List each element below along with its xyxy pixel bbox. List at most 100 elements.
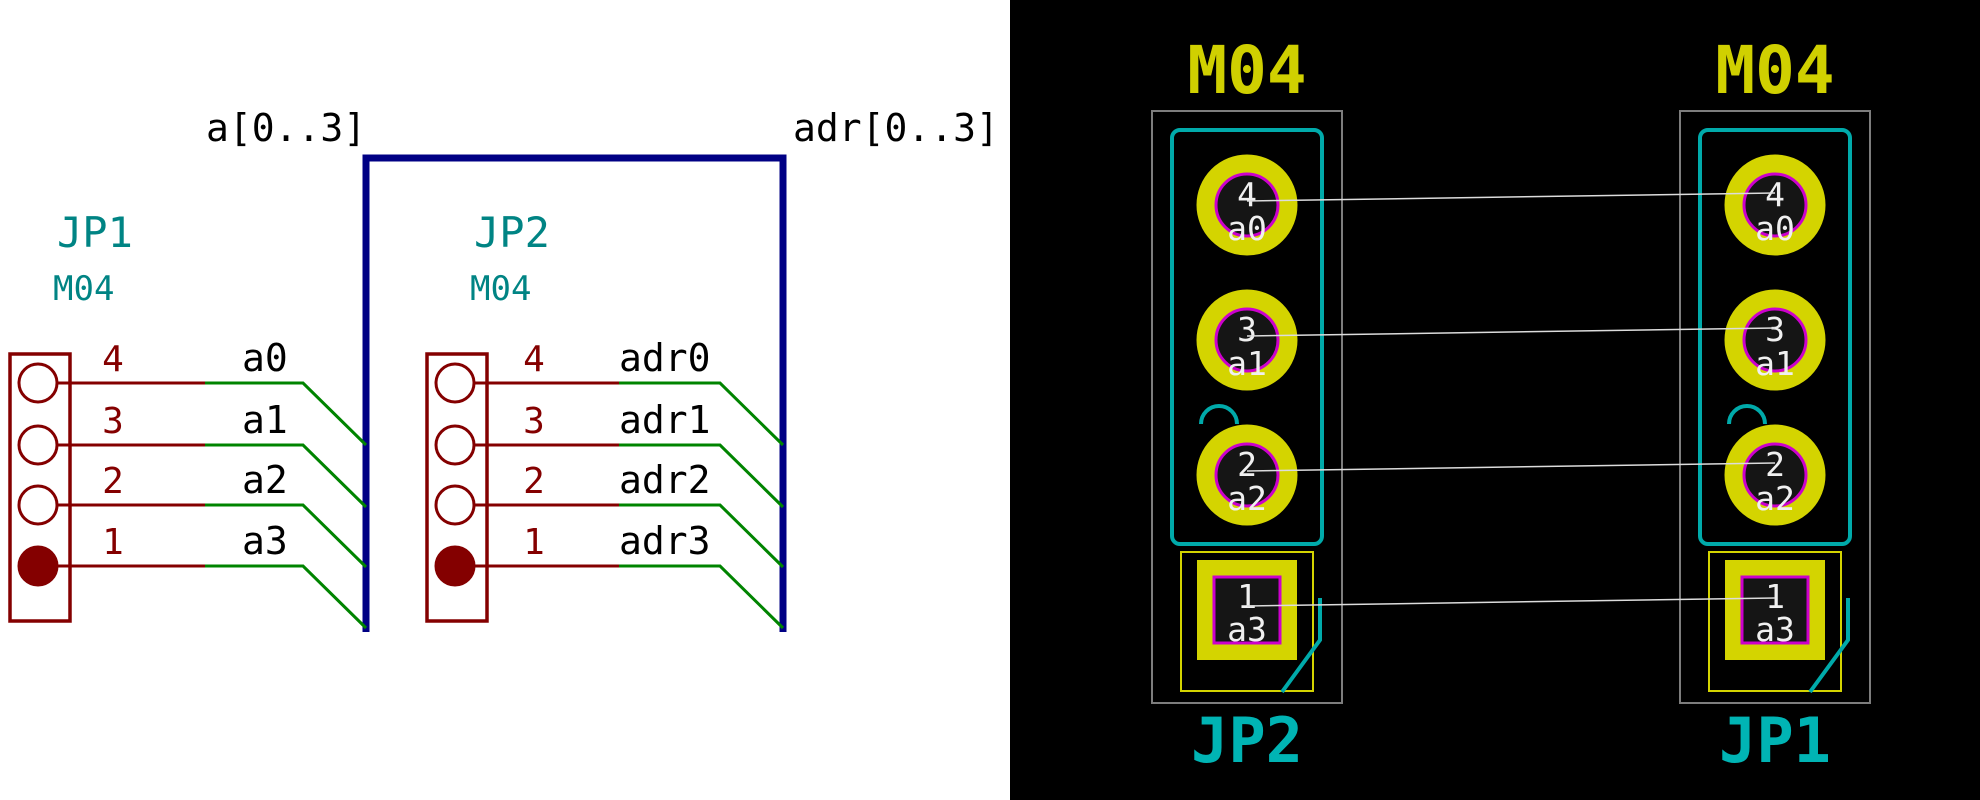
jp2-value[interactable]: M04 (470, 269, 531, 309)
jp1-pin1-number: 1 (102, 522, 124, 563)
footprint-jp1[interactable]: M04 4 a0 3 a1 2 a2 (1679, 32, 1871, 777)
jp2-nets: adr0 adr1 adr2 adr3 (619, 336, 785, 630)
pad-jp1-3-hole (1742, 307, 1808, 373)
pad-jp2-4[interactable]: 4 a0 (1196, 154, 1298, 256)
net-label-a2[interactable]: a2 (242, 458, 288, 502)
pad-jp1-1-hole (1740, 575, 1810, 645)
ratsnest-line-a3 (1246, 597, 1776, 607)
jp2-pin-4[interactable]: 4 (434, 339, 619, 404)
jp2-pin-2[interactable]: 2 (434, 461, 619, 526)
footprint-jp2-value[interactable]: M04 (1187, 32, 1306, 109)
wire-adr2[interactable] (619, 503, 785, 569)
footprint-jp2-silkscreen-notch (1199, 404, 1239, 425)
jp1-pin-4[interactable]: 4 (17, 339, 205, 404)
pad-jp2-2[interactable]: 2 a2 (1196, 424, 1298, 526)
net-label-adr3[interactable]: adr3 (619, 519, 711, 563)
pad-jp1-2-number: 2 (1765, 445, 1785, 484)
pad-jp1-3[interactable]: 3 a1 (1724, 289, 1826, 391)
ratsnest-line-a2 (1246, 462, 1776, 472)
pad-jp1-4-hole (1742, 172, 1808, 238)
jp1-reference[interactable]: JP1 (57, 208, 133, 257)
net-label-a0[interactable]: a0 (242, 336, 288, 380)
footprint-jp2-reference[interactable]: JP2 (1191, 704, 1303, 777)
pad-jp1-1-net: a3 (1755, 610, 1795, 649)
net-label-adr1[interactable]: adr1 (619, 398, 711, 442)
wire-a0[interactable] (205, 381, 368, 447)
schematic-panel: a[0..3] adr[0..3] JP1 M04 4 3 2 (0, 0, 1010, 800)
footprint-jp2-courtyard (1151, 110, 1343, 704)
net-label-adr0[interactable]: adr0 (619, 336, 711, 380)
pad-jp2-3-hole (1214, 307, 1280, 373)
schematic-background (0, 0, 1010, 800)
jp2-pin3-number: 3 (523, 401, 545, 442)
wire-adr0[interactable] (619, 381, 785, 447)
jp1-nets: a0 a1 a2 a3 (205, 336, 368, 630)
symbol-jp2[interactable]: JP2 M04 4 3 2 1 (425, 208, 619, 623)
wire-adr3[interactable] (619, 564, 785, 630)
pad-jp2-4-net: a0 (1227, 209, 1267, 248)
bus-label-a[interactable]: a[0..3] (206, 106, 366, 150)
pad-jp1-4-net: a0 (1755, 209, 1795, 248)
footprint-jp1-silkscreen-outline (1698, 128, 1852, 546)
pad-jp1-4[interactable]: 4 a0 (1724, 154, 1826, 256)
pad-jp1-4-number: 4 (1765, 175, 1785, 214)
pad-jp2-4-number: 4 (1237, 175, 1257, 214)
ratsnest-line-a0 (1246, 192, 1776, 202)
jp1-pin2-circle (17, 484, 59, 526)
jp1-value[interactable]: M04 (53, 269, 114, 309)
pcb-panel: M04 4 a0 3 a1 2 a2 (1010, 0, 1980, 800)
jp1-pin-1[interactable]: 1 (17, 522, 205, 587)
footprint-jp1-reference[interactable]: JP1 (1719, 704, 1831, 777)
jp2-body[interactable] (425, 352, 489, 623)
pad-jp1-2[interactable]: 2 a2 (1724, 424, 1826, 526)
ratsnest (1246, 192, 1776, 607)
ratsnest-line-a1 (1246, 327, 1776, 337)
wire-a2[interactable] (205, 503, 368, 569)
pad-jp2-1[interactable]: 1 a3 (1197, 560, 1297, 660)
jp1-pin-2[interactable]: 2 (17, 461, 205, 526)
symbol-jp1[interactable]: JP1 M04 4 3 2 1 (8, 208, 205, 623)
pad-jp2-2-hole (1214, 442, 1280, 508)
footprint-jp1-silkscreen-notch (1727, 404, 1767, 425)
footprint-jp1-pin1-marker (1808, 598, 1850, 694)
jp2-pin2-circle (434, 484, 476, 526)
pad-jp2-3-ring (1196, 289, 1298, 391)
pad-jp2-1-hole (1212, 575, 1282, 645)
pad-jp1-3-ring (1724, 289, 1826, 391)
pad-jp1-1[interactable]: 1 a3 (1725, 560, 1825, 660)
net-label-a1[interactable]: a1 (242, 398, 288, 442)
net-label-adr2[interactable]: adr2 (619, 458, 711, 502)
jp2-pin1-circle (434, 545, 476, 587)
pad-jp2-2-net: a2 (1227, 479, 1267, 518)
jp2-pin-3[interactable]: 3 (434, 401, 619, 466)
wire-a3[interactable] (205, 564, 368, 630)
footprint-jp1-fab-outline (1708, 551, 1842, 692)
jp1-pin4-number: 4 (102, 339, 124, 380)
footprint-jp1-courtyard (1679, 110, 1871, 704)
jp1-pin4-circle (17, 362, 59, 404)
jp2-pin2-number: 2 (523, 461, 545, 502)
pad-jp2-3-number: 3 (1237, 310, 1257, 349)
jp2-pin3-circle (434, 424, 476, 466)
bus-line[interactable] (362, 154, 787, 632)
pad-jp2-2-number: 2 (1237, 445, 1257, 484)
bus-label-adr[interactable]: adr[0..3] (793, 106, 999, 150)
wire-a1[interactable] (205, 443, 368, 509)
pad-jp1-1-number: 1 (1765, 577, 1785, 616)
net-label-a3[interactable]: a3 (242, 519, 288, 563)
jp1-pin2-number: 2 (102, 461, 124, 502)
jp1-pin3-number: 3 (102, 401, 124, 442)
footprint-jp2-fab-outline (1180, 551, 1314, 692)
pad-jp1-2-ring (1724, 424, 1826, 526)
footprint-jp1-value[interactable]: M04 (1715, 32, 1834, 109)
jp1-pin3-circle (17, 424, 59, 466)
wire-adr1[interactable] (619, 443, 785, 509)
jp2-reference[interactable]: JP2 (474, 208, 550, 257)
jp1-body[interactable] (8, 352, 72, 623)
jp2-pin-1[interactable]: 1 (434, 522, 619, 587)
jp2-pin1-number: 1 (523, 522, 545, 563)
pad-jp2-3[interactable]: 3 a1 (1196, 289, 1298, 391)
pad-jp1-2-hole (1742, 442, 1808, 508)
jp1-pin-3[interactable]: 3 (17, 401, 205, 466)
